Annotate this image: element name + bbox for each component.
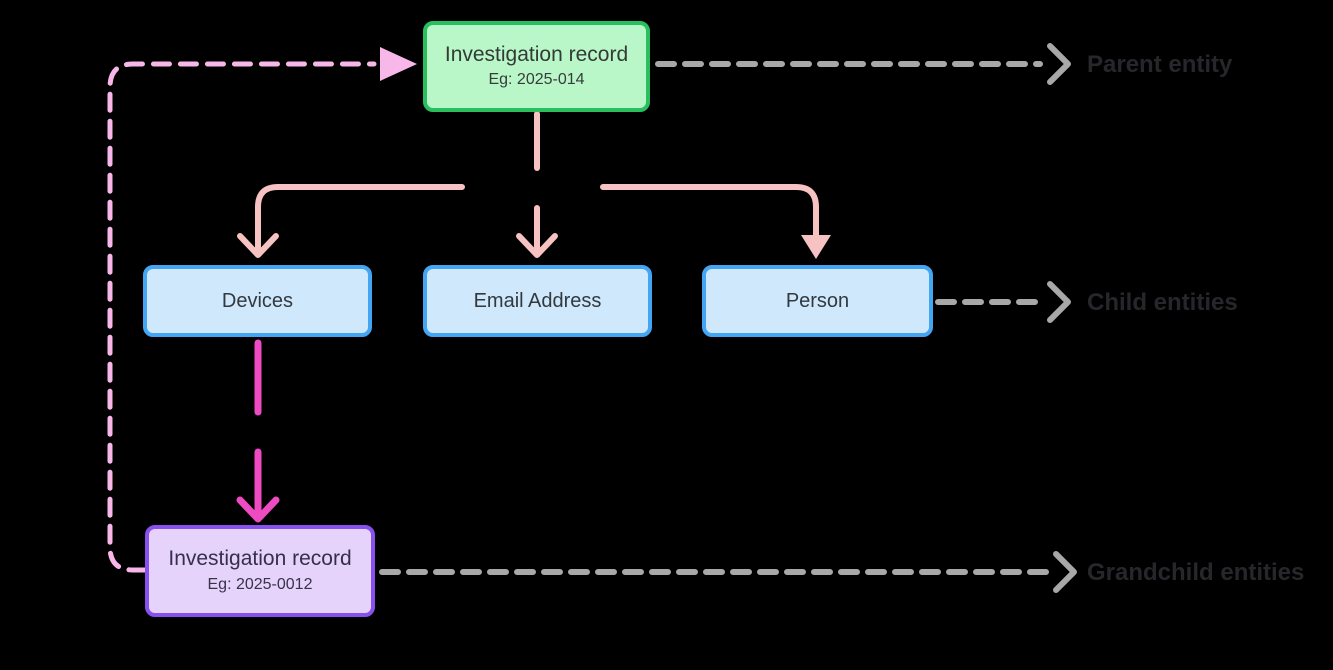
grandchild-annotation-arrowhead-icon	[1053, 551, 1077, 593]
grandchild-arrowhead-icon	[236, 496, 280, 523]
branch-to-person-connector	[600, 184, 819, 241]
parent-annotation-arrowhead-icon	[1047, 43, 1071, 85]
email-arrowhead-icon	[516, 233, 558, 258]
email-address-box-label: Email Address	[473, 289, 602, 312]
child-entity-box-person: Person	[702, 265, 933, 337]
loop-arrowhead-icon	[380, 47, 417, 81]
grandchild-to-parent-loop-connector	[107, 61, 377, 573]
child-entity-box-devices: Devices	[143, 265, 372, 337]
branch-to-devices-connector	[255, 184, 465, 253]
child-annotation-arrowhead-icon	[1047, 281, 1071, 323]
parent-box-subtitle: Eg: 2025-014	[488, 71, 585, 89]
parent-entity-annotation: Parent entity	[1087, 51, 1233, 78]
devices-arrowhead-icon	[237, 233, 279, 258]
parent-box-title: Investigation record	[444, 42, 629, 66]
person-box-label: Person	[785, 289, 850, 312]
person-arrowhead-icon	[801, 235, 831, 259]
grandchild-box-subtitle: Eg: 2025-0012	[207, 575, 313, 593]
child-entities-annotation: Child entities	[1087, 289, 1238, 316]
grandchild-entity-box: Investigation record Eg: 2025-0012	[145, 525, 375, 617]
child-entity-box-email-address: Email Address	[423, 265, 652, 337]
parent-entity-box: Investigation record Eg: 2025-014	[423, 21, 650, 112]
devices-box-label: Devices	[221, 289, 294, 312]
grandchild-entities-annotation: Grandchild entities	[1087, 559, 1305, 586]
grandchild-box-title: Investigation record	[168, 547, 352, 571]
